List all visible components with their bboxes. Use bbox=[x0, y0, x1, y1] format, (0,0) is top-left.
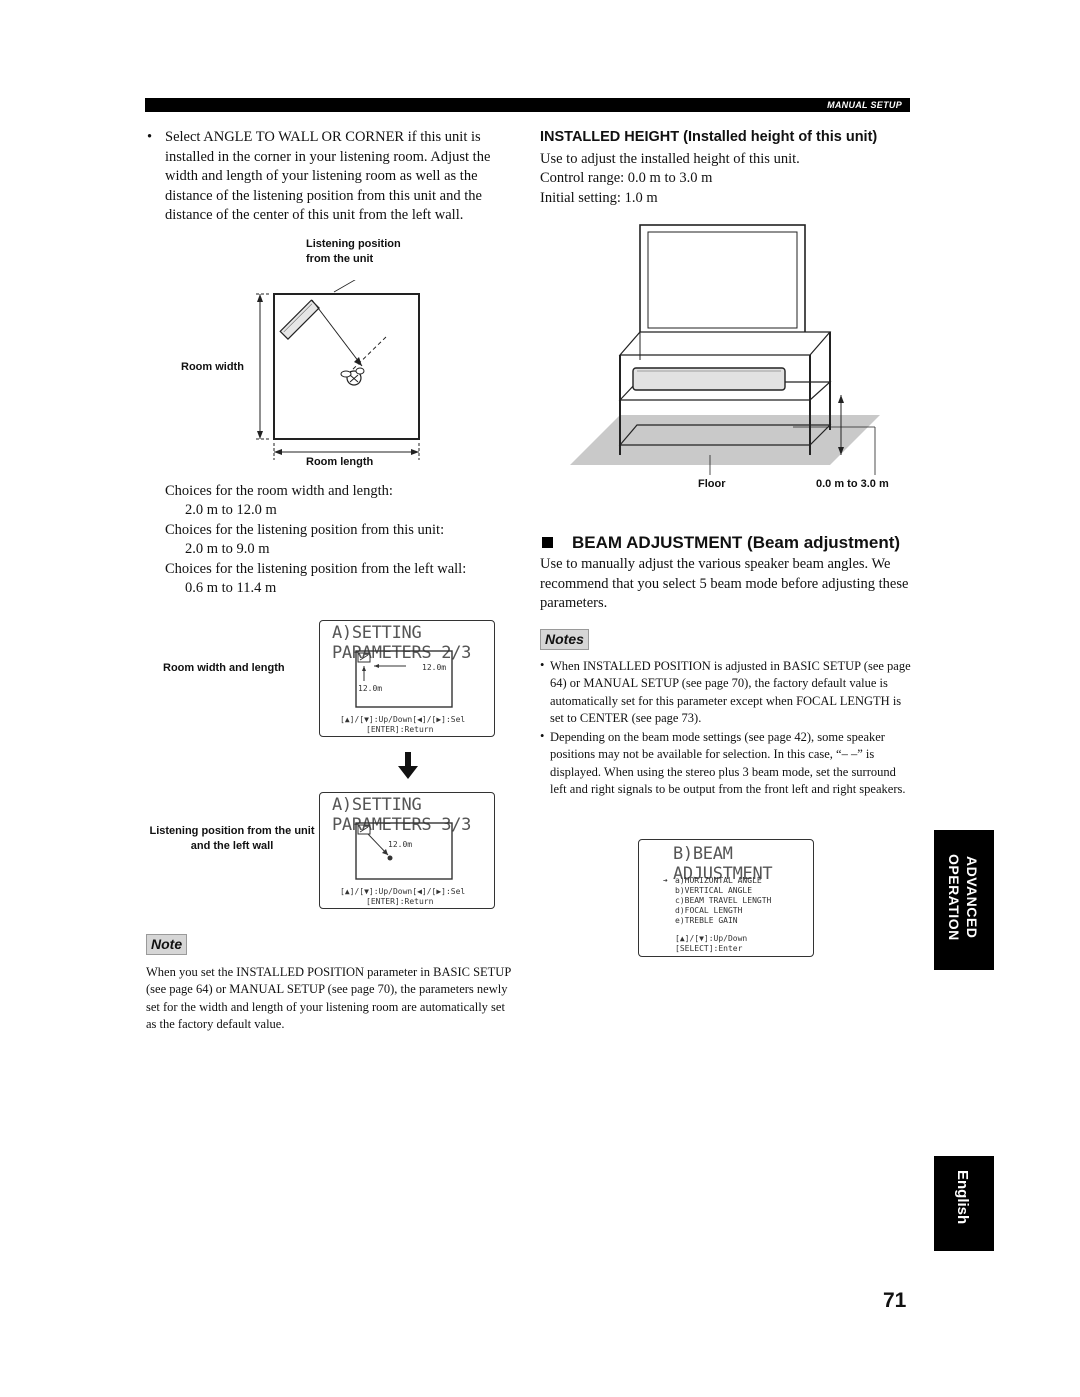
side-tab-advanced-label: ADVANCED bbox=[964, 856, 980, 939]
lcd-title: A)SETTING PARAMETERS 3/3 bbox=[332, 795, 472, 835]
lcd-menu-item-4: d)FOCAL LENGTH bbox=[675, 906, 743, 915]
room-box-icon bbox=[355, 822, 453, 880]
side-tab-language-label: English bbox=[954, 1170, 971, 1225]
bullet-paragraph: Select ANGLE TO WALL OR CORNER if this u… bbox=[165, 129, 491, 224]
room-box-icon bbox=[355, 650, 453, 708]
note-text: When you set the INSTALLED POSITION para… bbox=[146, 965, 511, 1032]
beam-adjustment-text: Use to manually adjust the various speak… bbox=[540, 556, 909, 612]
notes-item-2: Depending on the beam mode settings (see… bbox=[550, 730, 906, 797]
lcd-display-beam-adjustment: B)BEAM ADJUSTMENT ➔ a)HORIZONTAL ANGLE b… bbox=[638, 839, 814, 957]
lcd-help-1: [▲]/[▼]:Up/Down bbox=[675, 934, 748, 943]
choice-line-3: Choices for the listening position from … bbox=[165, 522, 445, 538]
lcd-help-1: [▲]/[▼]:Up/Down[◀]/[▶]:Sel bbox=[340, 887, 466, 896]
installed-height-line-1: Use to adjust the installed height of th… bbox=[540, 151, 800, 167]
label-height-range: 0.0 m to 3.0 m bbox=[816, 478, 889, 490]
tv-stand-illustration bbox=[570, 224, 880, 475]
header-bar: MANUAL SETUP bbox=[145, 98, 910, 112]
label-room-length: Room length bbox=[306, 456, 374, 468]
down-arrow-icon bbox=[398, 752, 418, 779]
choice-line-1: Choices for the room width and length: bbox=[165, 483, 393, 499]
label-room-width: Room width bbox=[181, 361, 244, 373]
note-tag: Note bbox=[146, 934, 188, 955]
lcd-help-2: [ENTER]:Return bbox=[366, 897, 434, 906]
side-tab-advanced-operation: ADVANCED OPERATION bbox=[934, 830, 994, 970]
lcd-menu-item-1: a)HORIZONTAL ANGLE bbox=[675, 876, 762, 885]
lcd-help-2: [SELECT]:Enter bbox=[675, 944, 743, 953]
choice-line-5: Choices for the listening position from … bbox=[165, 561, 467, 577]
side-tab-operation-label: OPERATION bbox=[946, 854, 962, 941]
lcd-display-settings-2: A)SETTING PARAMETERS 2/3 12.0m 12.0m [▲]… bbox=[319, 620, 495, 737]
lcd-value-distance: 12.0m bbox=[388, 840, 413, 849]
notes-bullet-1-marker: • bbox=[540, 658, 545, 672]
label-listening-position: Listening position from the unit bbox=[306, 238, 401, 265]
choice-line-4: 2.0 m to 9.0 m bbox=[185, 541, 270, 557]
lcd-value-length: 12.0m bbox=[422, 663, 447, 672]
lcd-value-width: 12.0m bbox=[358, 684, 383, 693]
lcd-menu-item-5: e)TREBLE GAIN bbox=[675, 916, 738, 925]
lcd-help-1: [▲]/[▼]:Up/Down[◀]/[▶]:Sel bbox=[340, 715, 466, 724]
page-number: 71 bbox=[883, 1289, 907, 1312]
beam-heading-marker bbox=[542, 537, 553, 548]
lcd-title: A)SETTING PARAMETERS 2/3 bbox=[332, 623, 472, 663]
display2-side-label: Listening position from the unit and the… bbox=[149, 825, 315, 852]
lcd-menu-item-2: b)VERTICAL ANGLE bbox=[675, 886, 753, 895]
label-floor: Floor bbox=[698, 478, 726, 490]
lcd-help-2: [ENTER]:Return bbox=[366, 725, 434, 734]
choice-line-6: 0.6 m to 11.4 m bbox=[185, 580, 277, 596]
lcd-title: B)BEAM ADJUSTMENT bbox=[673, 844, 773, 884]
installed-height-heading: INSTALLED HEIGHT (Installed height of th… bbox=[540, 129, 878, 145]
bullet-marker: • bbox=[147, 129, 153, 145]
installed-height-line-3: Initial setting: 1.0 m bbox=[540, 190, 658, 206]
lcd-cursor-icon: ➔ bbox=[663, 876, 668, 885]
side-tab-language: English bbox=[934, 1156, 994, 1251]
installed-height-line-2: Control range: 0.0 m to 3.0 m bbox=[540, 170, 713, 186]
display1-side-label: Room width and length bbox=[163, 662, 285, 674]
notes-item-1: When INSTALLED POSITION is adjusted in B… bbox=[550, 659, 911, 726]
lcd-menu-item-3: c)BEAM TRAVEL LENGTH bbox=[675, 896, 772, 905]
beam-adjustment-heading: BEAM ADJUSTMENT (Beam adjustment) bbox=[572, 533, 901, 552]
notes-bullet-2-marker: • bbox=[540, 729, 545, 743]
choice-line-2: 2.0 m to 12.0 m bbox=[185, 502, 277, 518]
section-label: MANUAL SETUP bbox=[823, 98, 906, 112]
room-diagram bbox=[256, 280, 420, 460]
lcd-display-settings-3: A)SETTING PARAMETERS 3/3 12.0m [▲]/[▼]:U… bbox=[319, 792, 495, 909]
notes-tag: Notes bbox=[540, 629, 589, 650]
